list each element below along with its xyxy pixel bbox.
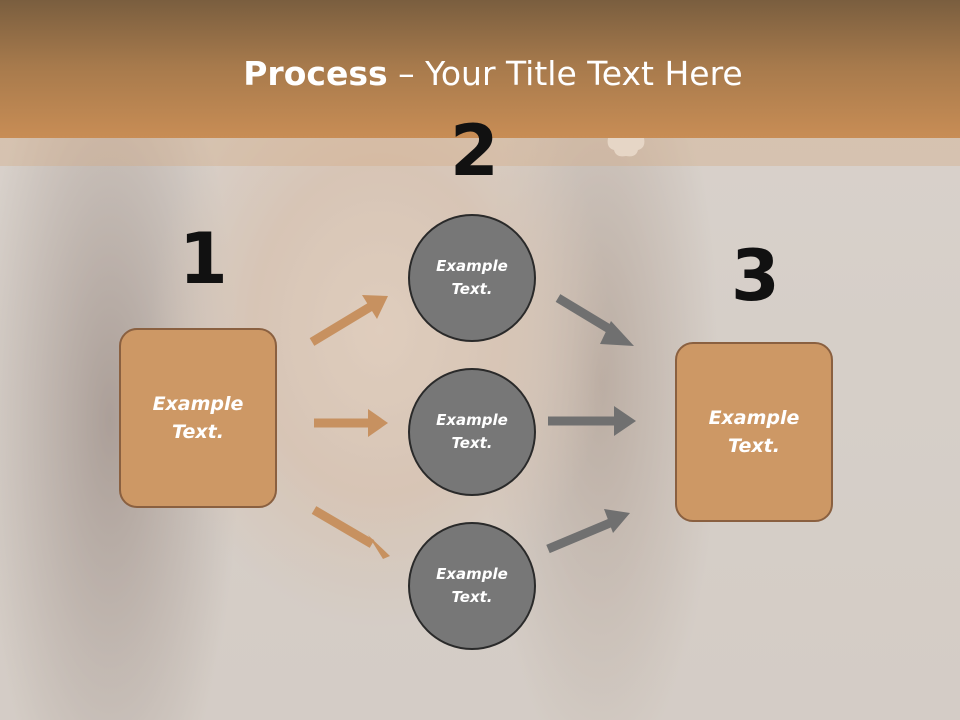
- step-3-line2: Text.: [728, 435, 780, 457]
- step-2-circle-bottom[interactable]: Example Text.: [408, 522, 536, 650]
- arrow-bottom-to-right-head: [604, 509, 630, 533]
- circle-top-line2: Text.: [451, 280, 493, 298]
- circle-top-line1: Example: [436, 256, 508, 275]
- step-3-text: Example Text.: [709, 404, 800, 461]
- arrow-top-to-right-head: [600, 321, 634, 346]
- arrow-left-to-bottom-head: [368, 535, 390, 559]
- slide-title: Process – Your Title Text Here: [0, 54, 960, 93]
- arrow-top-to-right: [555, 294, 619, 337]
- circle-top-text: Example Text.: [436, 255, 508, 302]
- circle-middle-text: Example Text.: [436, 409, 508, 456]
- step-number-1: 1: [179, 218, 228, 300]
- arrow-left-to-top: [309, 303, 373, 346]
- step-1-box[interactable]: Example Text.: [119, 328, 277, 508]
- step-2-circle-top[interactable]: Example Text.: [408, 214, 536, 342]
- step-number-3: 3: [731, 235, 780, 317]
- circle-bottom-line1: Example: [436, 564, 508, 583]
- title-bold: Process: [243, 54, 388, 93]
- arrow-left-to-middle-head: [368, 409, 388, 437]
- step-1-text: Example Text.: [153, 390, 244, 447]
- title-bar: [0, 0, 960, 138]
- arrow-left-to-bottom: [311, 506, 375, 548]
- step-1-line1: Example: [152, 392, 244, 415]
- flower-ornament-icon: [607, 138, 645, 157]
- step-3-line1: Example: [708, 406, 800, 429]
- arrow-middle-to-right-head: [614, 406, 636, 436]
- step-1-line2: Text.: [172, 421, 224, 443]
- circle-middle-line1: Example: [436, 410, 508, 429]
- title-bar-shadow: [0, 138, 960, 166]
- step-2-circle-middle[interactable]: Example Text.: [408, 368, 536, 496]
- circle-bottom-line2: Text.: [451, 588, 493, 606]
- title-rest: – Your Title Text Here: [387, 54, 743, 93]
- step-number-2: 2: [450, 110, 499, 192]
- step-3-box[interactable]: Example Text.: [675, 342, 833, 522]
- arrow-left-to-top-head: [362, 295, 388, 319]
- arrow-bottom-to-right: [546, 518, 612, 554]
- circle-middle-line2: Text.: [451, 434, 493, 452]
- circle-bottom-text: Example Text.: [436, 563, 508, 610]
